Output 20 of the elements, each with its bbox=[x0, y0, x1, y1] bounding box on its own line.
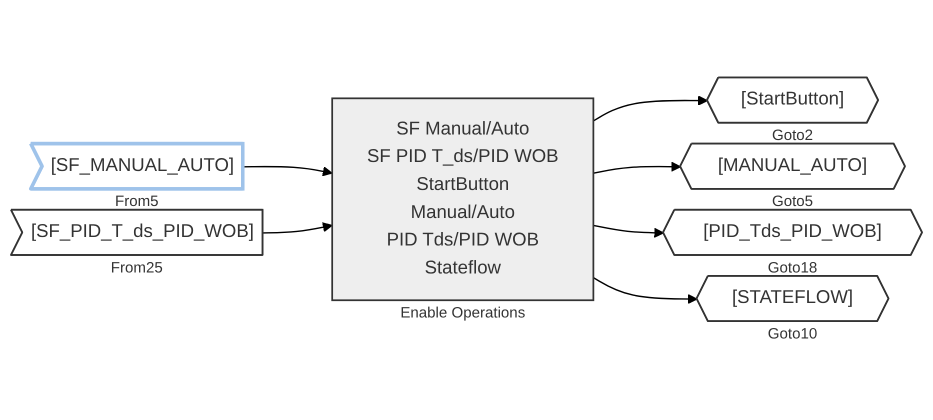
block-name-label: Goto18 bbox=[768, 259, 818, 276]
from-block: [SF_PID_T_ds_PID_WOB] bbox=[10, 208, 264, 256]
goto-block: [STATEFLOW] bbox=[696, 275, 890, 322]
signal-arrow bbox=[593, 277, 698, 304]
block-name-label: Enable Operations bbox=[400, 304, 526, 322]
goto-block: [PID_Tds_PID_WOB] bbox=[662, 208, 923, 256]
goto-block: [StartButton] bbox=[706, 76, 879, 124]
goto-block: [MANUAL_AUTO] bbox=[679, 142, 906, 190]
block-name-label: From25 bbox=[110, 259, 163, 276]
signal-arrow bbox=[593, 224, 664, 238]
block-name-label: Goto2 bbox=[772, 127, 814, 144]
subsystem-block: SF Manual/Auto SF PID T_ds/PID WOB StartButton Manual/Auto PID Tds/PID WOB Stateflow bbox=[331, 97, 594, 302]
block-name-label: From5 bbox=[114, 193, 159, 210]
from-block: [SF_MANUAL_AUTO] bbox=[29, 142, 245, 191]
signal-arrow bbox=[593, 162, 682, 174]
block-name-label: Goto5 bbox=[772, 193, 814, 210]
signal-arrow bbox=[243, 166, 333, 176]
signal-arrow bbox=[593, 95, 708, 122]
signal-arrow bbox=[263, 222, 333, 234]
block-name-label: Goto10 bbox=[768, 326, 818, 343]
